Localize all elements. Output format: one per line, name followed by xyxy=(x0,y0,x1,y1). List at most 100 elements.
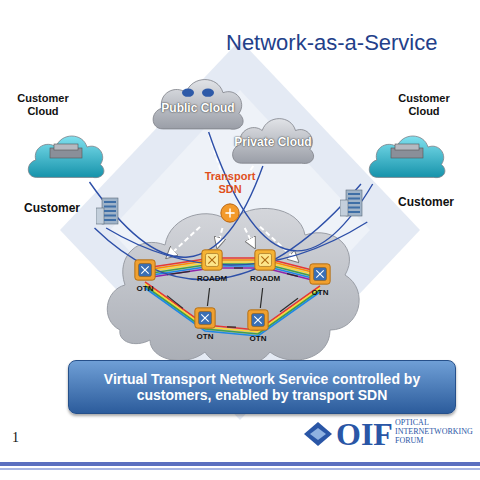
control-link xyxy=(167,227,200,258)
caption-band: Virtual Transport Network Service contro… xyxy=(68,360,456,414)
rack xyxy=(395,144,419,150)
otn-icon xyxy=(308,262,332,286)
device-face xyxy=(252,314,265,327)
node-label: Virtual Transport Network Service contro… xyxy=(69,371,455,403)
window-row xyxy=(348,211,360,213)
customer-cloud: Customer Cloud xyxy=(6,92,110,182)
datacenter-icon xyxy=(46,142,86,162)
roadm-icon xyxy=(200,248,224,272)
footer-rule xyxy=(0,468,480,470)
customer-site: Customer xyxy=(24,192,128,228)
fiber-link xyxy=(260,288,262,308)
logo-wordmark: OIF xyxy=(336,416,393,453)
otn-icon xyxy=(133,258,157,282)
router-icon xyxy=(182,89,194,97)
device-mark xyxy=(141,266,148,273)
control-link xyxy=(245,228,255,248)
device-face xyxy=(259,254,272,267)
device-body xyxy=(202,250,222,270)
footer-rule xyxy=(0,462,480,466)
device-body xyxy=(255,250,275,270)
customer-link xyxy=(106,222,367,265)
control-link xyxy=(250,166,253,170)
node-label: ROADM xyxy=(243,274,287,283)
node-label: Customer xyxy=(398,196,454,210)
otn-icon xyxy=(193,306,217,330)
controller-mark xyxy=(225,208,234,217)
building-icon xyxy=(340,186,368,218)
logo-text: OPTICAL INTERNETWORKING FORUM xyxy=(395,419,475,445)
router-icon xyxy=(202,89,214,97)
otn-node: OTN xyxy=(298,262,342,302)
window-row xyxy=(348,207,360,209)
control-link xyxy=(217,228,222,248)
device-face xyxy=(206,254,219,267)
controller-icon xyxy=(219,202,241,224)
slide-title: Network-as-a-Service xyxy=(226,30,438,56)
device-mark xyxy=(261,256,268,263)
building xyxy=(346,190,362,216)
device-body xyxy=(248,310,268,330)
node-label: Transport SDN xyxy=(200,170,260,195)
controller-disc xyxy=(221,204,239,222)
device-face xyxy=(314,268,327,281)
building xyxy=(340,200,348,216)
window-row xyxy=(348,202,360,204)
device-mark xyxy=(208,256,215,263)
fiber-link xyxy=(167,296,183,309)
device-face xyxy=(139,264,152,277)
fiber-link xyxy=(280,298,298,311)
roadm-node: ROADM xyxy=(190,248,234,288)
device-body xyxy=(310,264,330,284)
otn-node: OTN xyxy=(236,308,280,348)
cloud-outline xyxy=(369,136,445,178)
node-label: Customer xyxy=(24,202,80,216)
roadm-node: ROADM xyxy=(243,248,287,288)
window-row xyxy=(104,206,116,208)
oif-logo-diamond xyxy=(304,422,332,446)
fiber-link xyxy=(167,271,190,274)
device-mark xyxy=(316,270,323,277)
node-label: OTN xyxy=(123,284,167,293)
window-row xyxy=(104,201,116,203)
window-row xyxy=(104,219,116,221)
device-mark xyxy=(254,316,261,323)
node-label: Customer Cloud xyxy=(12,92,74,117)
network-cloud xyxy=(107,208,359,366)
device-body xyxy=(135,260,155,280)
otn-node: OTN xyxy=(183,306,227,346)
node-label: Public Cloud xyxy=(148,102,248,116)
device-body xyxy=(195,308,215,328)
private-cloud: Private Cloud xyxy=(228,110,318,166)
fiber-link xyxy=(287,274,298,277)
wavelength-lines xyxy=(145,258,320,336)
customer-link xyxy=(89,166,262,257)
node-label: OTN xyxy=(298,288,342,297)
building-icon xyxy=(96,194,124,226)
page-number: 1 xyxy=(12,430,19,446)
node-label: OTN xyxy=(236,334,280,343)
otn-icon xyxy=(246,308,270,332)
sdn-controller: Transport SDN xyxy=(200,170,260,228)
cloud-outline xyxy=(28,136,104,178)
window-row xyxy=(104,210,116,212)
customer-cloud: Customer Cloud xyxy=(345,92,455,184)
window-row xyxy=(348,198,360,200)
node-label: Customer Cloud xyxy=(393,92,455,117)
node-label: ROADM xyxy=(190,274,234,283)
roadm-icon xyxy=(253,248,277,272)
building xyxy=(102,198,118,224)
node-label: Private Cloud xyxy=(228,136,318,150)
public-cloud: Public Cloud xyxy=(148,70,248,132)
fiber-link xyxy=(227,326,236,328)
fiber-link xyxy=(207,288,209,306)
datacenter-icon xyxy=(387,142,427,162)
window-row xyxy=(348,193,360,195)
cloud-shape xyxy=(148,70,248,132)
device-face xyxy=(199,312,212,325)
fiber-link xyxy=(234,267,243,268)
customer-site: Customer xyxy=(338,186,454,222)
otn-node: OTN xyxy=(123,258,167,298)
rack xyxy=(54,144,78,150)
